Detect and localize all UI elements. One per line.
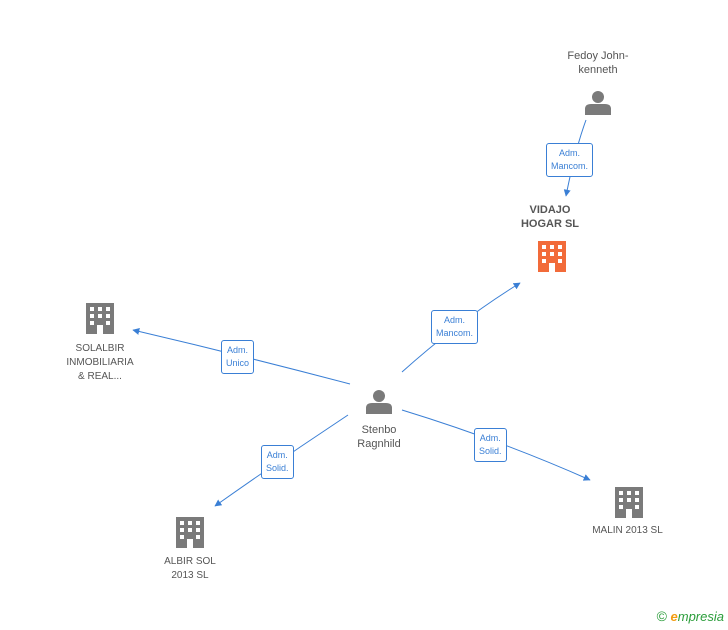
- edge-label-stenbo-solalbir: Adm. Unico: [221, 340, 255, 374]
- node-label-vidajo[interactable]: VIDAJO HOGAR SL: [520, 204, 580, 230]
- building-icon: [176, 517, 204, 548]
- person-icon: [366, 390, 392, 414]
- edge-label-stenbo-malin: Adm. Solid.: [474, 428, 507, 462]
- node-label-stenbo[interactable]: Stenbo Ragnhild: [357, 424, 401, 450]
- node-label-solalbir[interactable]: SOLALBIR INMOBILIARIA & REAL...: [66, 343, 134, 382]
- node-label-malin[interactable]: MALIN 2013 SL: [592, 525, 663, 536]
- empresia-logo: © empresia: [657, 608, 724, 624]
- building-icon: [615, 487, 643, 518]
- person-icon: [585, 91, 611, 115]
- building-icon: [86, 303, 114, 334]
- edge-label-stenbo-albir: Adm. Solid.: [261, 445, 294, 479]
- brand-rest: mpresia: [677, 609, 724, 624]
- brand-e: e: [670, 609, 678, 624]
- node-label-fedoy[interactable]: Fedoy John- kenneth: [567, 50, 629, 76]
- edge-label-stenbo-vidajo: Adm. Mancom.: [431, 310, 479, 344]
- copyright-icon: ©: [656, 608, 667, 624]
- node-label-albir[interactable]: ALBIR SOL 2013 SL: [164, 556, 216, 581]
- building-icon-main: [538, 241, 566, 272]
- edge-label-fedoy-vidajo: Adm. Mancom.: [546, 143, 594, 177]
